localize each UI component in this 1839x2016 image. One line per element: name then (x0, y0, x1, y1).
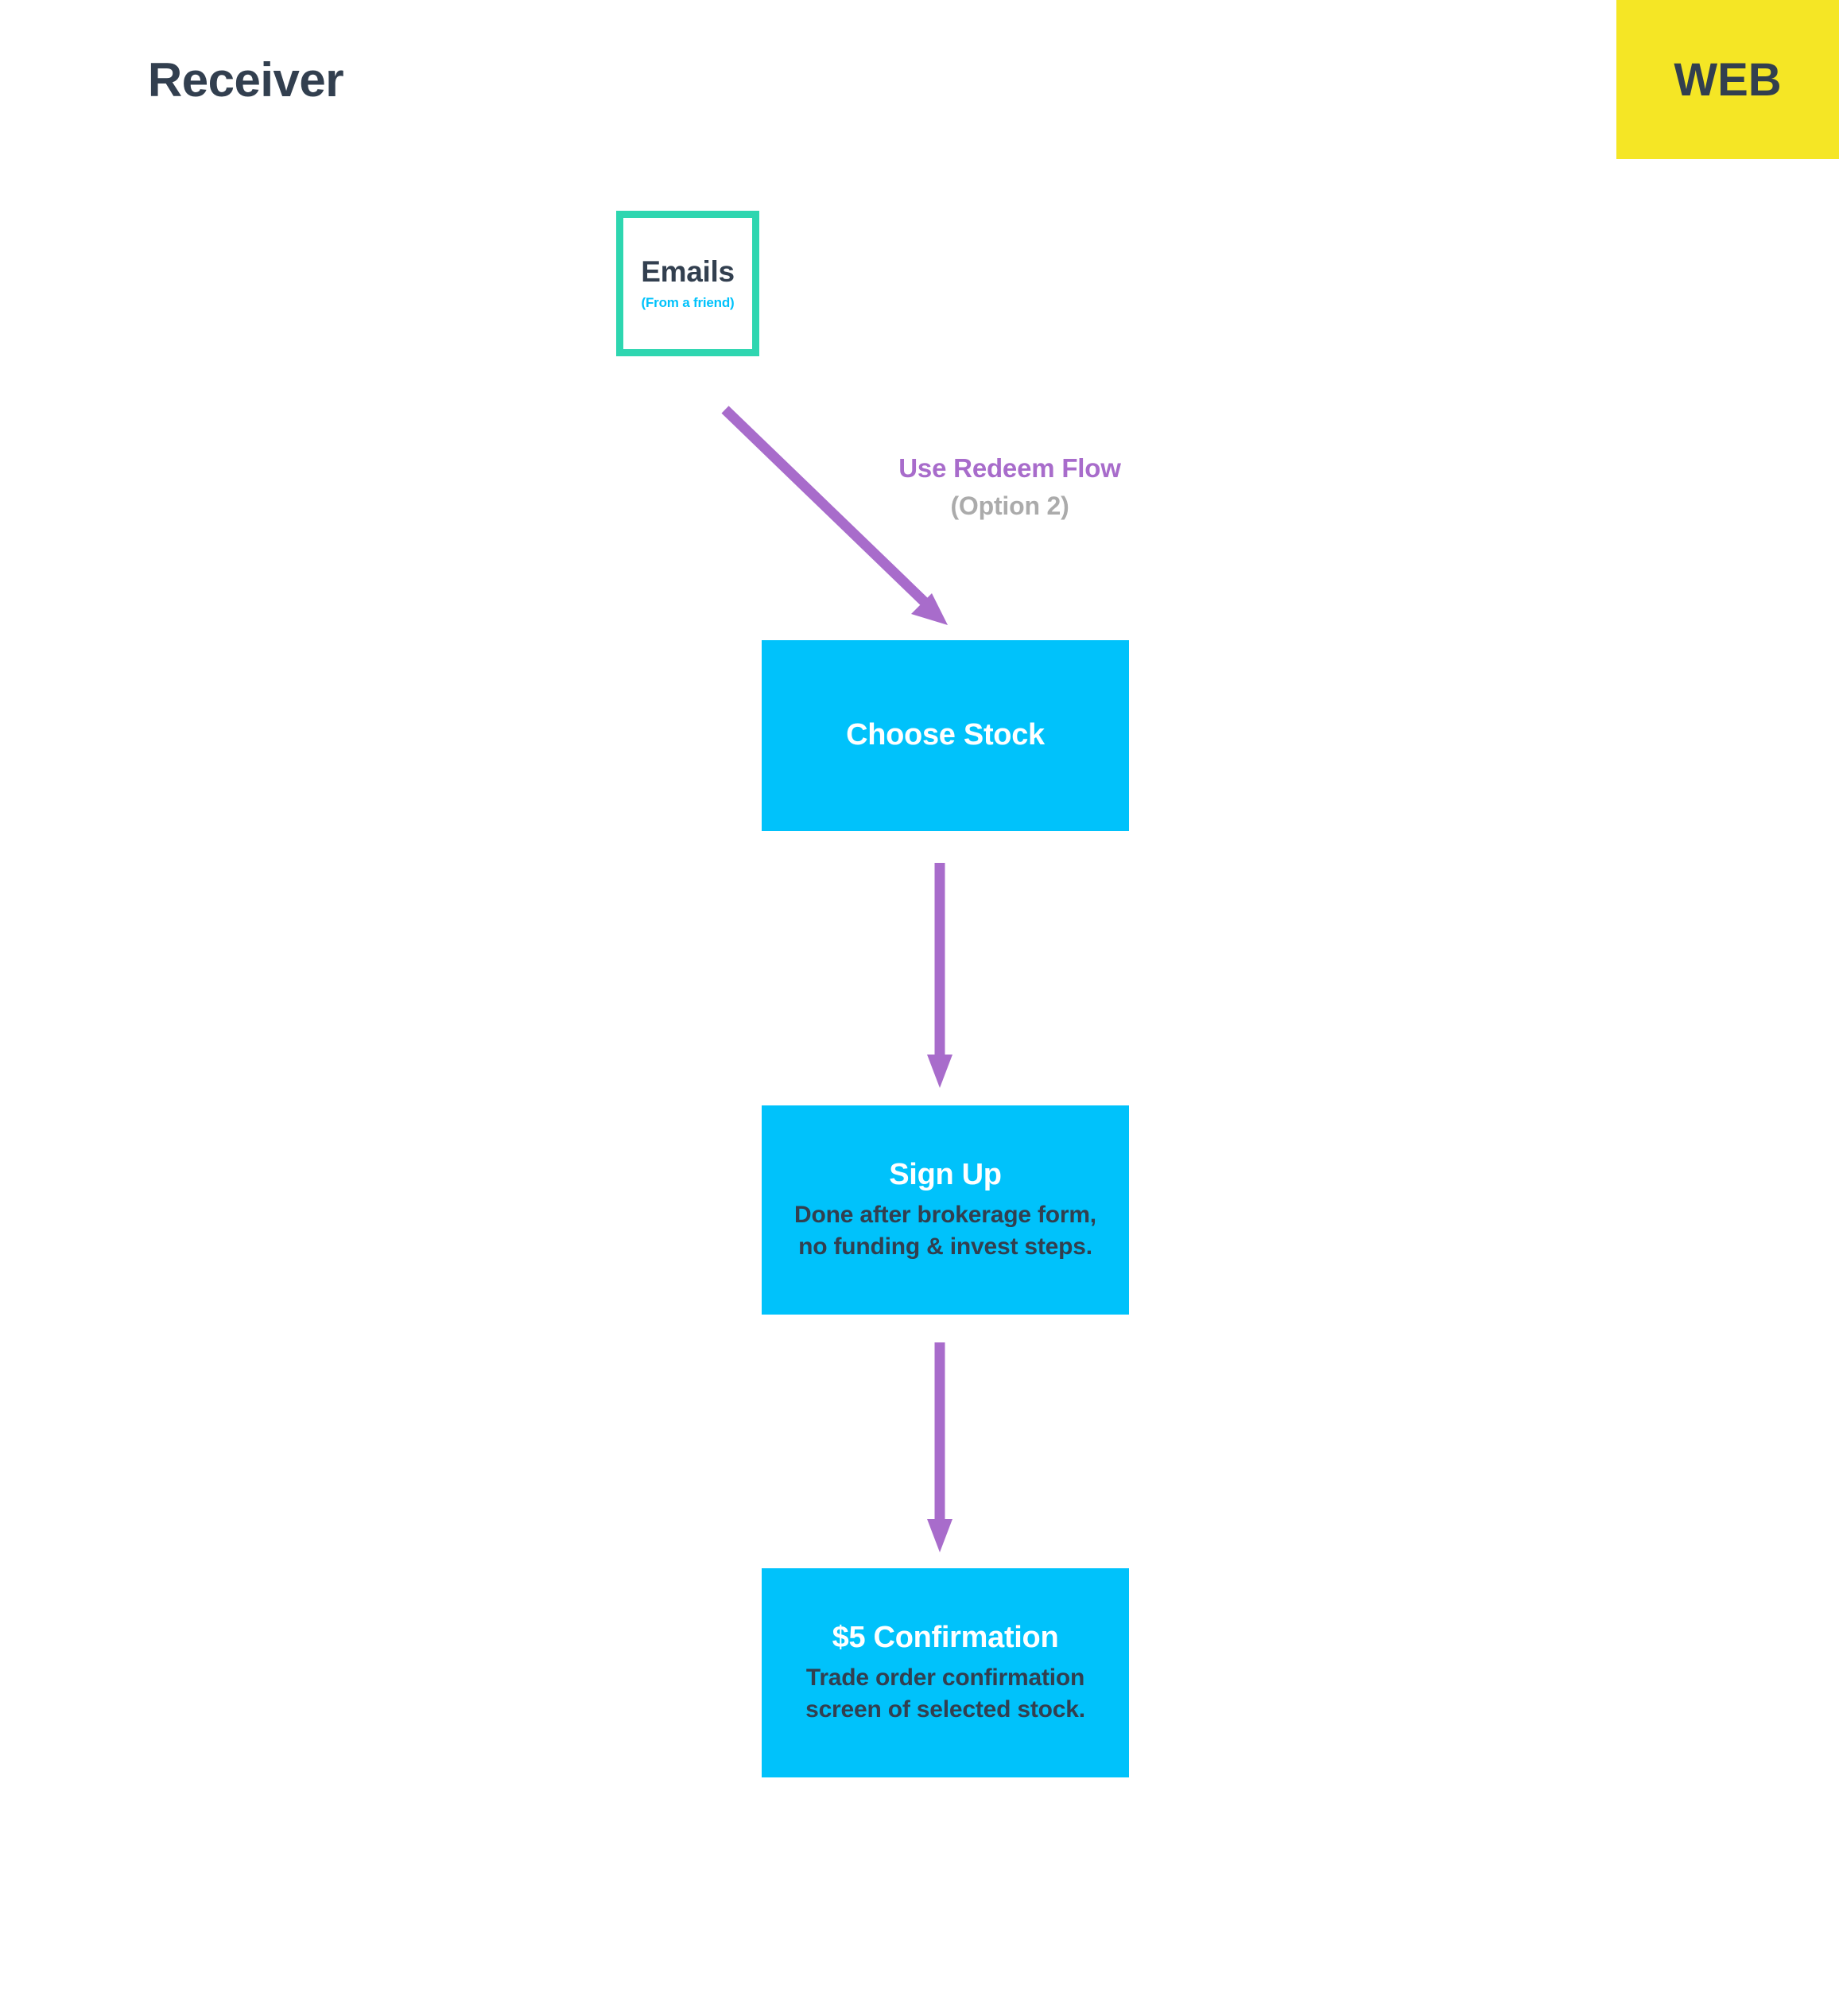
flow-node-choose-stock[interactable]: Choose Stock (762, 640, 1129, 831)
flow-node-choose-stock-title: Choose Stock (846, 718, 1045, 752)
page-title: Receiver (147, 52, 344, 107)
connector-arrow-vertical-1 (927, 863, 952, 1088)
connector-label-primary: Use Redeem Flow (898, 453, 1121, 483)
page-header: Receiver WEB (0, 0, 1839, 159)
flow-node-confirmation[interactable]: $5 Confirmation Trade order confirmation… (762, 1568, 1129, 1777)
flow-node-sign-up[interactable]: Sign Up Done after brokerage form, no fu… (762, 1105, 1129, 1315)
connector-label: Use Redeem Flow (Option 2) (859, 452, 1161, 522)
flow-node-emails[interactable]: Emails (From a friend) (616, 211, 759, 356)
platform-badge: WEB (1616, 0, 1839, 159)
connector-arrow-vertical-2 (927, 1342, 952, 1552)
connector-label-secondary: (Option 2) (950, 491, 1069, 521)
platform-badge-label: WEB (1674, 53, 1782, 106)
flow-node-emails-subtitle: (From a friend) (641, 294, 735, 310)
flow-node-confirmation-description: Trade order confirmation screen of selec… (805, 1664, 1085, 1723)
flow-node-sign-up-title: Sign Up (889, 1157, 1002, 1191)
flow-node-confirmation-title: $5 Confirmation (832, 1620, 1059, 1654)
flow-node-emails-title: Emails (641, 255, 735, 289)
flow-node-sign-up-description: Done after brokerage form, no funding & … (794, 1202, 1096, 1260)
